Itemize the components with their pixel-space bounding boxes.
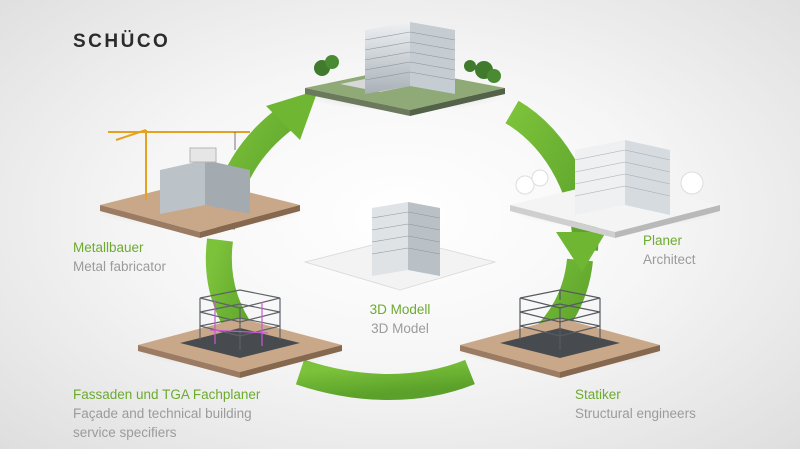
center-3d-model	[303, 202, 497, 291]
ring-segment-right	[505, 100, 599, 251]
label-planer-en: Architect	[643, 252, 696, 267]
arrow-head-top-left	[266, 90, 318, 140]
label-fassaden-de: Fassaden und TGA Fachplaner	[73, 387, 261, 402]
label-center-en: 3D Model	[371, 321, 429, 336]
label-metallbauer: Metallbauer Metal fabricator	[73, 238, 166, 276]
ring-segment-bottom	[295, 359, 475, 400]
label-planer-de: Planer	[643, 233, 683, 248]
label-center: 3D Modell 3D Model	[360, 300, 440, 338]
platform-left-construction	[95, 129, 305, 238]
platform-right-structural	[455, 289, 665, 378]
label-fassaden-en-line1: Façade and technical building	[73, 406, 252, 421]
schuco-logo: SCHÜCO	[73, 31, 171, 52]
label-statiker-en: Structural engineers	[575, 406, 696, 421]
label-metallbauer-de: Metallbauer	[73, 240, 144, 255]
label-fassaden-en-line2: service specifiers	[73, 425, 177, 440]
arrow-head-right	[556, 232, 606, 272]
label-fassaden: Fassaden und TGA Fachplaner Façade and t…	[73, 385, 260, 442]
label-planer: Planer Architect	[643, 231, 696, 269]
label-statiker: Statiker Structural engineers	[575, 385, 696, 423]
label-center-de: 3D Modell	[369, 302, 431, 317]
label-statiker-de: Statiker	[575, 387, 621, 402]
platform-top-building	[305, 22, 505, 116]
label-metallbauer-en: Metal fabricator	[73, 259, 167, 274]
platform-left-facade	[135, 289, 345, 378]
platform-right-architect	[510, 140, 720, 238]
